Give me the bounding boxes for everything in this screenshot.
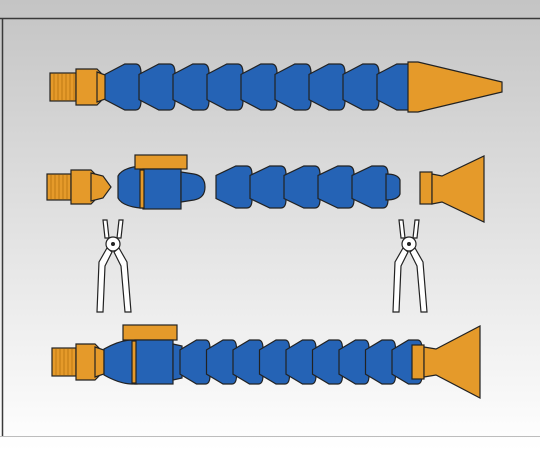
threaded-connector (46, 169, 112, 205)
loose-hose-segments (215, 165, 401, 209)
fan-nozzle (419, 155, 485, 223)
hose-segment (179, 339, 211, 385)
assembled-segmented-hose-with-round-nozzle (49, 61, 503, 113)
hose-segment (206, 63, 244, 111)
hose-segment (240, 63, 278, 111)
hose-segment (283, 165, 321, 209)
hose-segment (274, 63, 312, 111)
hose-segment (364, 339, 397, 385)
shutoff-valve (103, 324, 183, 385)
threaded-connector (49, 68, 109, 106)
round-nozzle (407, 61, 503, 113)
hose-segment (249, 165, 287, 209)
hose-segment (172, 63, 210, 111)
hose-segments (179, 339, 423, 385)
hose-segment (308, 63, 346, 111)
hose-segments (104, 63, 414, 111)
hose-segment (338, 339, 370, 385)
hose-segment (258, 339, 291, 385)
hose-segment (311, 339, 344, 385)
shutoff-valve (117, 154, 206, 210)
fan-nozzle (411, 325, 481, 399)
hose-segment (317, 165, 355, 209)
hose-segment (232, 339, 264, 385)
hose-segment (205, 339, 238, 385)
hose-segment (342, 63, 380, 111)
hose-segment (138, 63, 176, 111)
hose-end-ball (385, 173, 401, 201)
assembly-pliers-left (96, 219, 132, 313)
hose-segment (351, 165, 389, 209)
hose-segment (215, 165, 253, 209)
threaded-connector (51, 343, 105, 381)
hose-segment (104, 63, 142, 111)
exploded-hose-kit-components (46, 154, 485, 223)
hose-segment (285, 339, 317, 385)
assembly-pliers-right (392, 219, 428, 313)
assembled-hose-with-valve-and-fan-nozzle (51, 324, 481, 399)
